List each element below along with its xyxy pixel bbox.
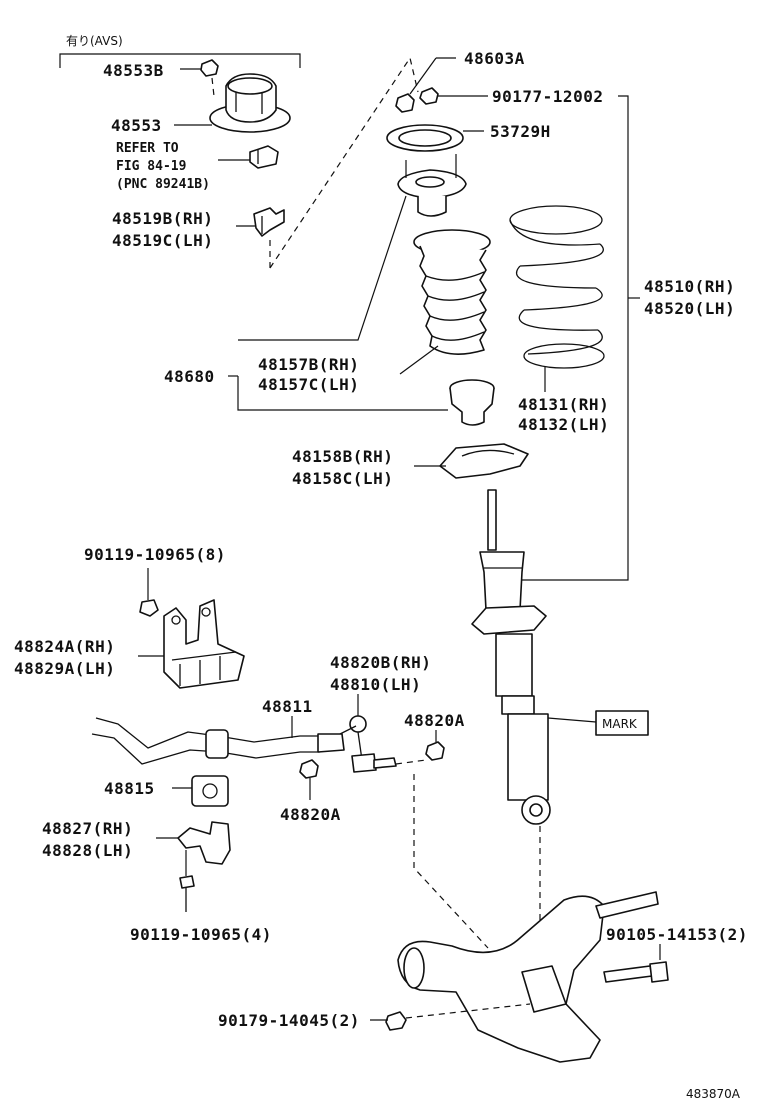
nut-90179-14045-icon[interactable] — [385, 1011, 407, 1031]
part-48815-bushing-icon[interactable] — [191, 775, 229, 807]
part-48158-insulator-icon[interactable] — [439, 443, 529, 479]
part-48131-spring-icon[interactable] — [509, 205, 605, 369]
part-48820A-bottom-icon[interactable] — [299, 759, 319, 779]
label-48824A: 48824A(RH) — [14, 637, 115, 656]
label-48158B: 48158B(RH) — [292, 447, 393, 466]
label-refer-to: REFER TO — [116, 141, 179, 156]
bolt-90119-10965-icon[interactable] — [139, 599, 159, 617]
part-48827-clamp-icon[interactable] — [177, 821, 231, 865]
label-48680: 48680 — [164, 367, 215, 386]
label-mark: MARK — [602, 717, 638, 731]
label-90177-12002: 90177-12002 — [492, 87, 603, 106]
part-48824A-bracket-icon[interactable] — [163, 599, 245, 689]
part-48603A-icon[interactable] — [395, 93, 415, 113]
part-48811-stabilizer-bar-icon[interactable] — [91, 717, 345, 765]
label-48820B: 48820B(RH) — [330, 653, 431, 672]
avs-bracket — [59, 53, 301, 68]
part-48680-stopper-icon[interactable] — [449, 379, 495, 426]
part-53729H-icon[interactable] — [386, 124, 464, 152]
part-shock-absorber-icon[interactable] — [471, 489, 551, 825]
part-90177-12002-icon[interactable] — [419, 87, 439, 105]
label-53729H: 53729H — [490, 122, 551, 141]
label-48553: 48553 — [111, 116, 162, 135]
label-48157C: 48157C(LH) — [258, 375, 359, 394]
label-48827: 48827(RH) — [42, 819, 133, 838]
label-48132: 48132(LH) — [518, 415, 609, 434]
label-48519B: 48519B(RH) — [112, 209, 213, 228]
figure-id: 483870A — [686, 1087, 741, 1101]
label-48553B: 48553B — [103, 61, 164, 80]
label-48520: 48520(LH) — [644, 299, 735, 318]
label-48810: 48810(LH) — [330, 675, 421, 694]
lower-arm-icon[interactable] — [397, 891, 659, 1063]
part-48680-mount-icon[interactable] — [397, 154, 467, 217]
part-48519-icon[interactable] — [253, 207, 285, 237]
label-48510: 48510(RH) — [644, 277, 735, 296]
part-48553-icon[interactable] — [209, 73, 291, 133]
label-48603A: 48603A — [464, 49, 525, 68]
label-48157B: 48157B(RH) — [258, 355, 359, 374]
label-48158C: 48158C(LH) — [292, 469, 393, 488]
avs-note: 有り(AVS) — [66, 34, 123, 48]
part-48553B-icon[interactable] — [200, 59, 219, 77]
part-48820A-top-icon[interactable] — [425, 741, 445, 761]
label-48820A-bottom: 48820A — [280, 805, 341, 824]
label-48820A-top: 48820A — [404, 711, 465, 730]
label-48828: 48828(LH) — [42, 841, 133, 860]
label-90179-14045: 90179-14045(2) — [218, 1011, 360, 1030]
label-90119-10965-4: 90119-10965(4) — [130, 925, 272, 944]
label-90105-14153: 90105-14153(2) — [606, 925, 748, 944]
label-48131: 48131(RH) — [518, 395, 609, 414]
part-48157-boot-icon[interactable] — [413, 229, 491, 355]
mark-box: MARK — [595, 710, 649, 736]
part-48820B-link-icon[interactable] — [339, 715, 397, 773]
label-refer-fig: FIG 84-19 — [116, 159, 186, 174]
label-48811: 48811 — [262, 697, 313, 716]
label-48815: 48815 — [104, 779, 155, 798]
bolt-90105-14153-icon[interactable] — [603, 961, 669, 983]
connector-icon[interactable] — [249, 145, 279, 169]
bolt-90119-10965-lower-icon[interactable] — [179, 875, 195, 912]
label-refer-pnc: (PNC 89241B) — [116, 177, 210, 192]
label-48519C: 48519C(LH) — [112, 231, 213, 250]
label-90119-10965-8: 90119-10965(8) — [84, 545, 226, 564]
label-48829A: 48829A(LH) — [14, 659, 115, 678]
